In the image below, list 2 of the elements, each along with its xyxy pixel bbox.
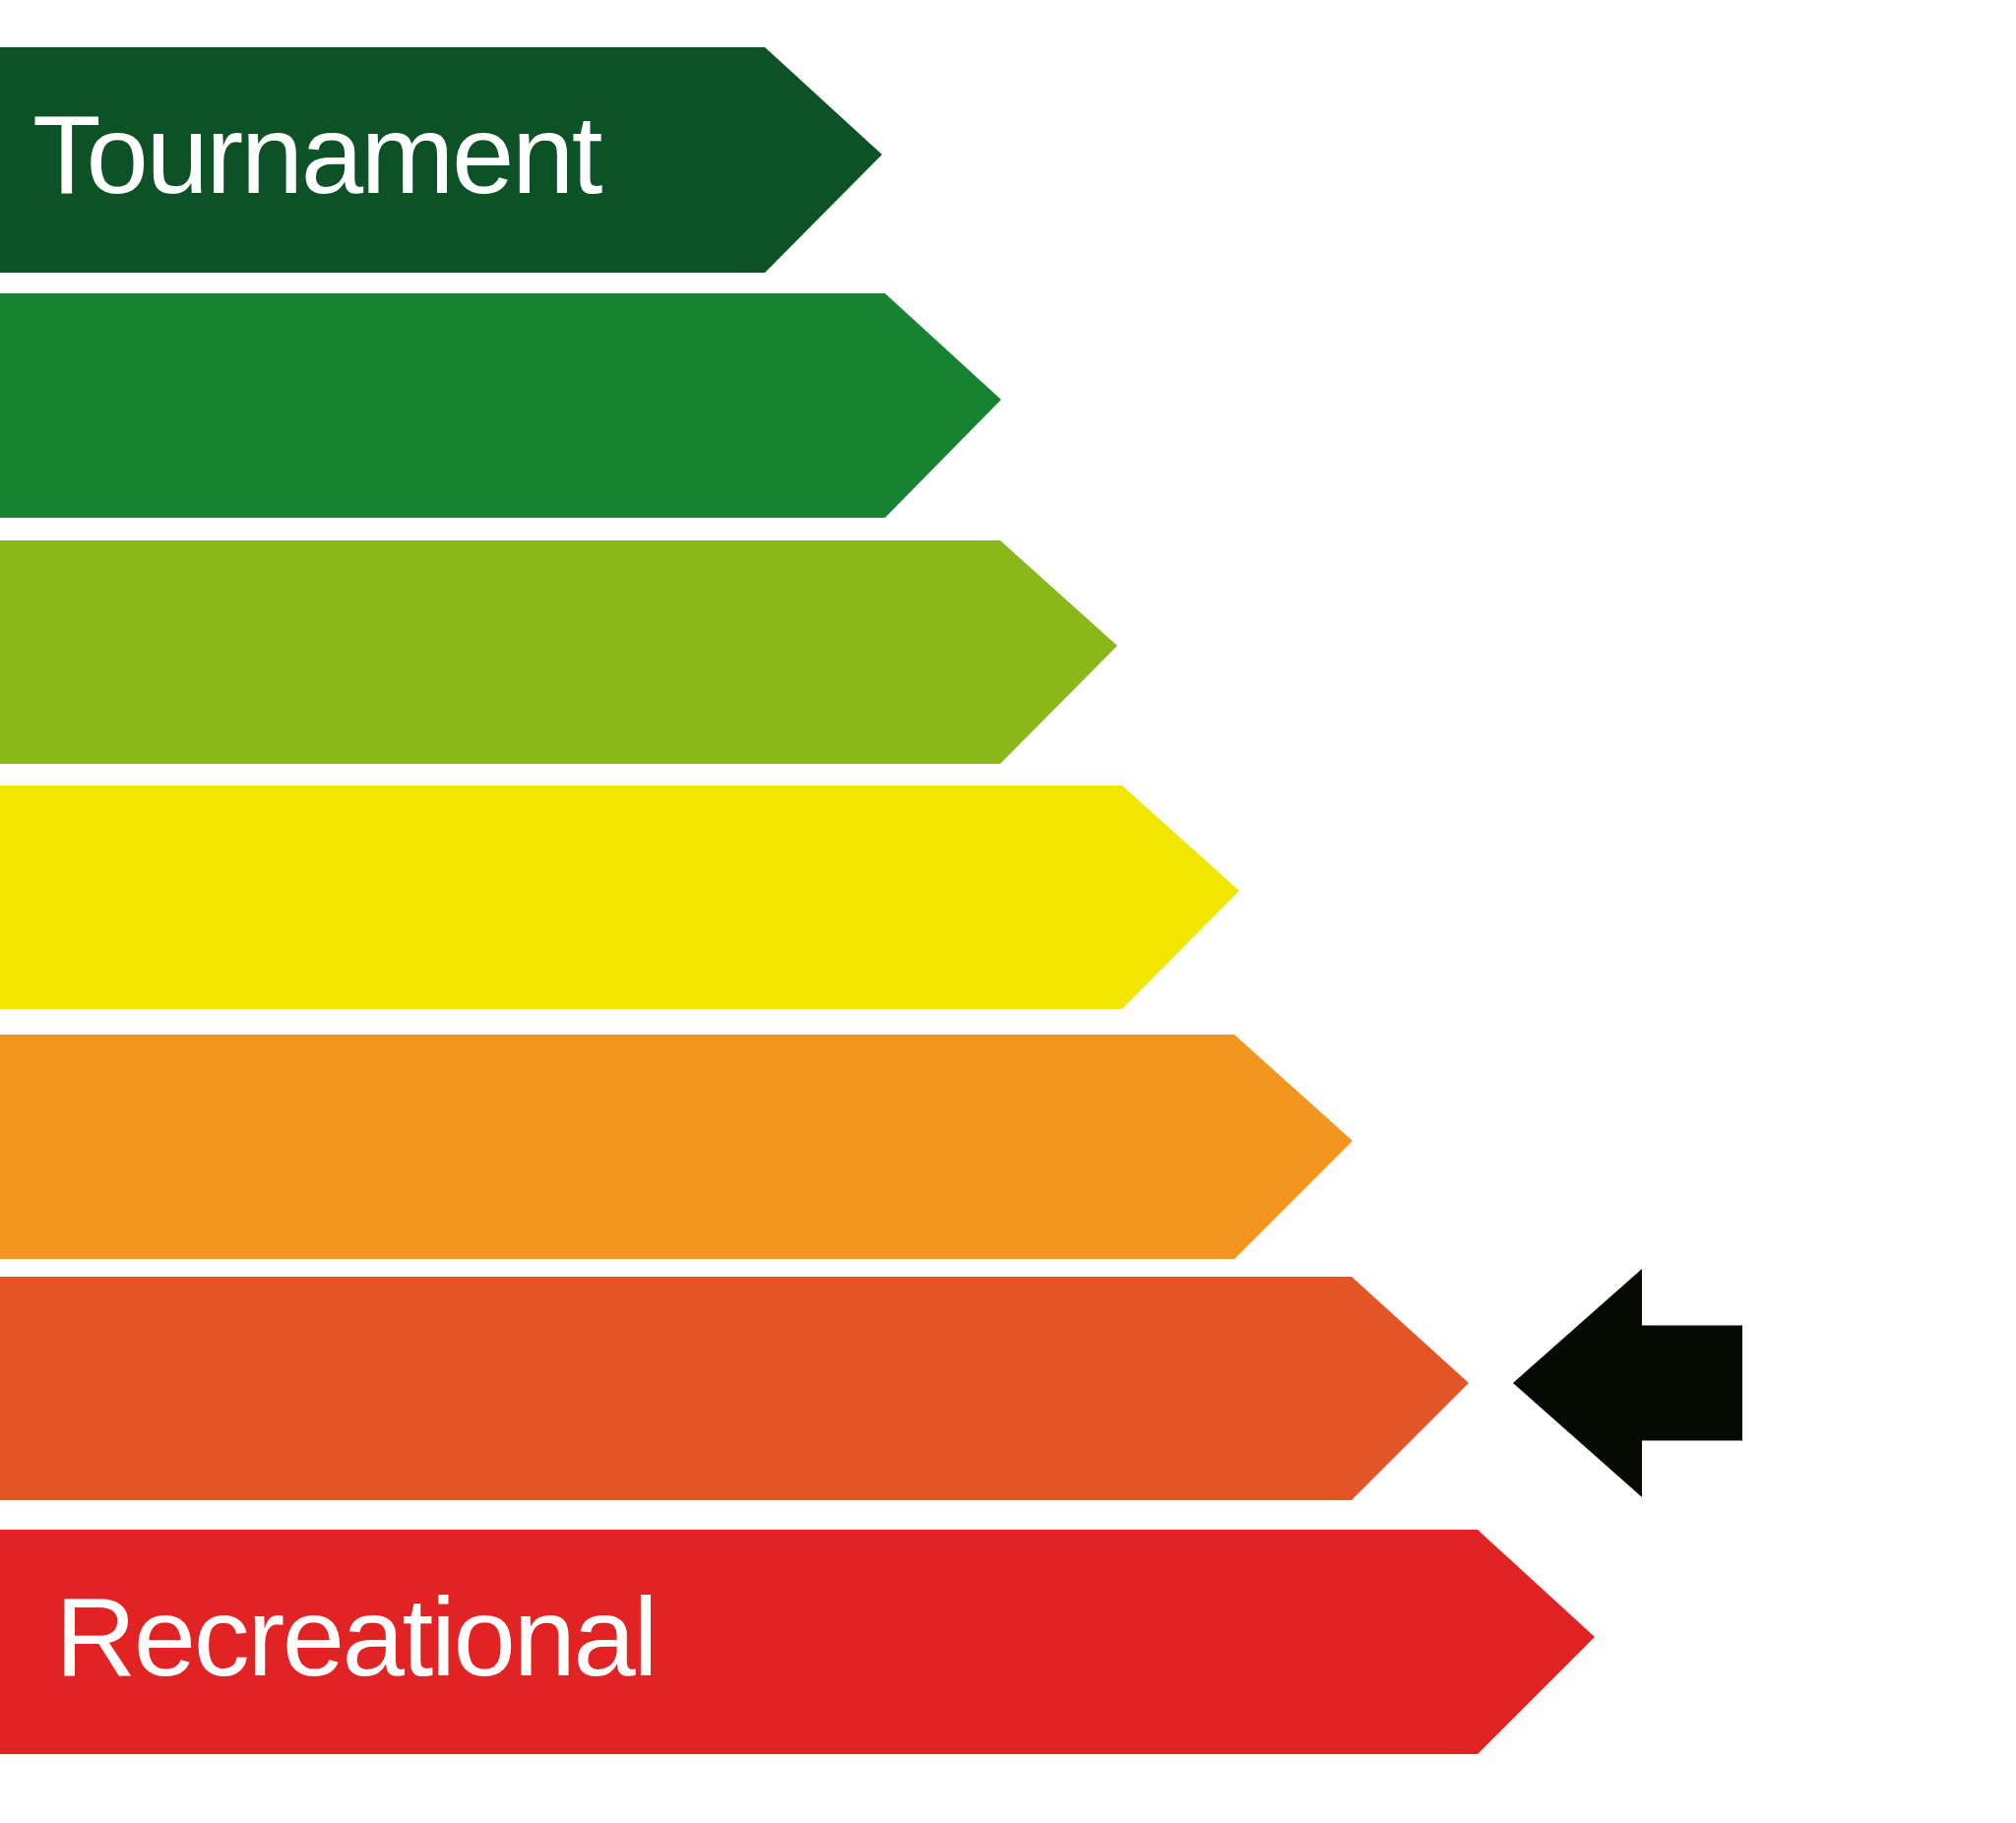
band-label: Tournament <box>32 97 600 211</box>
band-label: Recreational <box>55 1581 657 1693</box>
